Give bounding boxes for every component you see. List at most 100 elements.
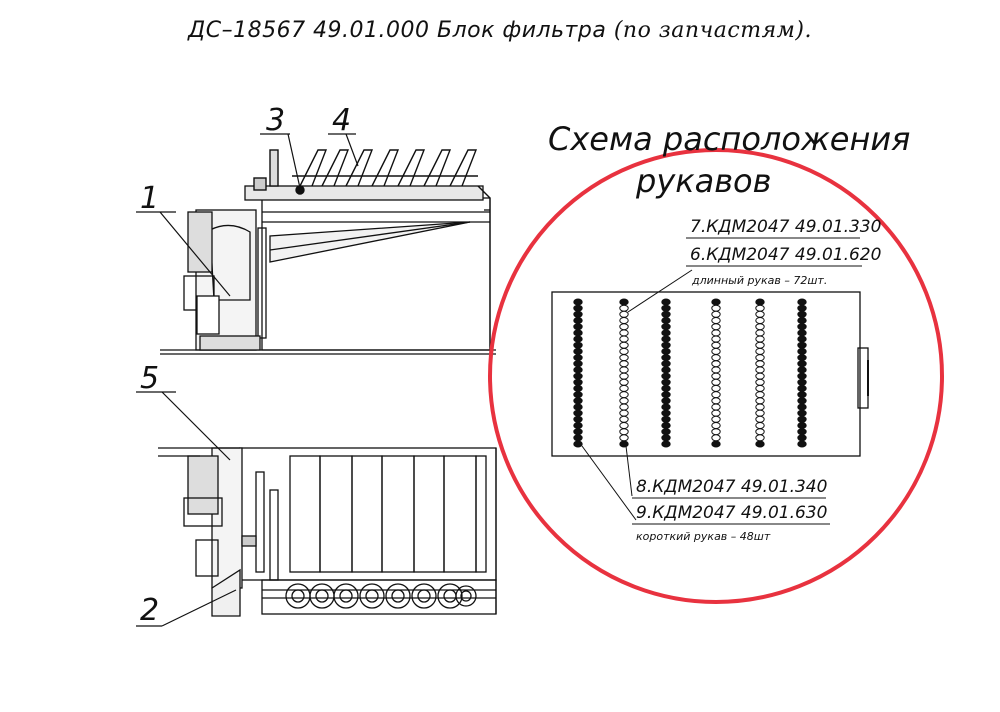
bag-ring <box>661 360 671 368</box>
bag-ring <box>797 440 807 448</box>
bag-ring <box>755 317 765 324</box>
scheme-heading-line1: Схема расположения <box>548 120 910 158</box>
bag-ring <box>573 440 583 448</box>
bag-ring <box>797 341 807 349</box>
bag-ring <box>797 372 807 380</box>
callout-5: 5 <box>140 361 159 396</box>
bag-ring <box>619 329 629 337</box>
bag-ring <box>573 354 583 362</box>
bag-ring <box>661 298 671 306</box>
bag-ring <box>619 378 629 386</box>
bag-ring <box>619 409 629 417</box>
bag-ring <box>797 397 807 405</box>
bag-ring <box>573 422 583 429</box>
bag-ring <box>711 335 721 343</box>
bag-ring <box>619 323 629 331</box>
bag-ring <box>711 409 721 417</box>
bag-ring <box>711 347 721 355</box>
bag-ring <box>619 360 629 368</box>
bag-ring <box>755 440 765 448</box>
bag-ring <box>711 372 721 380</box>
plan-view <box>158 447 497 617</box>
bag-ring <box>755 298 765 306</box>
bag-ring <box>755 360 765 368</box>
bag-ring <box>755 434 765 442</box>
bag-ring <box>661 317 671 324</box>
bag-ring <box>619 366 629 374</box>
scheme-heading-line2: рукавов <box>635 162 771 200</box>
bag-ring <box>573 415 583 423</box>
bag-ring <box>573 366 583 374</box>
bag-ring <box>619 434 629 442</box>
bag-columns <box>573 298 807 448</box>
bag-ring <box>573 378 583 386</box>
bag-ring <box>755 372 765 380</box>
document-title: ДС–18567 49.01.000 Блок фильтра (по запч… <box>0 18 1000 43</box>
bag-ring <box>711 298 721 306</box>
bag-ring <box>619 422 629 429</box>
bag-ring <box>797 329 807 337</box>
bag-ring <box>797 317 807 324</box>
callout-3: 3 <box>266 103 285 138</box>
bag-ring <box>661 354 671 362</box>
bag-ring <box>755 409 765 417</box>
bag-ring <box>797 323 807 331</box>
callout-1: 1 <box>140 181 159 216</box>
bag-ring <box>797 310 807 318</box>
lower-note: короткий рукав – 48шт <box>636 530 771 543</box>
bag-ring <box>755 341 765 349</box>
bag-ring <box>573 347 583 355</box>
callouts <box>136 133 359 627</box>
bag-ring <box>797 415 807 423</box>
bag-ring <box>619 403 629 411</box>
bag-ring <box>619 298 629 306</box>
bag-ring <box>797 384 807 392</box>
bag-ring <box>711 304 721 312</box>
bag-ring <box>573 397 583 405</box>
bag-ring <box>755 335 765 343</box>
bag-ring <box>755 347 765 355</box>
bag-ring <box>619 372 629 380</box>
bag-ring <box>573 304 583 312</box>
scheme-box <box>551 291 861 457</box>
bag-ring <box>711 341 721 349</box>
bag-ring <box>711 329 721 337</box>
bag-ring <box>573 310 583 318</box>
bag-ring <box>619 440 629 448</box>
bag-ring <box>619 397 629 405</box>
bottom-fans <box>285 583 477 609</box>
bag-ring <box>619 415 629 423</box>
bag-ring <box>661 323 671 331</box>
bag-ring <box>797 378 807 386</box>
bag-ring <box>661 310 671 318</box>
bag-ring <box>619 310 629 318</box>
bag-ring <box>711 415 721 423</box>
bag-ring <box>797 366 807 374</box>
bag-ring <box>619 391 629 399</box>
bag-ring <box>619 354 629 362</box>
bag-ring <box>797 347 807 355</box>
bag-ring <box>797 434 807 442</box>
bag-ring <box>755 378 765 386</box>
bag-ring <box>755 391 765 399</box>
bag-ring <box>711 422 721 429</box>
callout-4: 4 <box>332 103 351 138</box>
bag-ring <box>797 428 807 436</box>
bag-ring <box>661 422 671 429</box>
bag-ring <box>711 310 721 318</box>
bag-ring <box>619 317 629 324</box>
bag-ring <box>711 366 721 374</box>
upper-part-1: 7.КДМ2047 49.01.330 <box>690 217 881 237</box>
bag-ring <box>755 366 765 374</box>
bag-ring <box>711 434 721 442</box>
lower-part-2: 9.КДМ2047 49.01.630 <box>636 503 827 523</box>
bag-ring <box>573 403 583 411</box>
bag-ring <box>573 391 583 399</box>
bag-ring <box>661 409 671 417</box>
bag-ring <box>711 360 721 368</box>
bag-ring <box>755 415 765 423</box>
bag-ring <box>573 329 583 337</box>
bag-ring <box>797 391 807 399</box>
bag-ring <box>661 304 671 312</box>
